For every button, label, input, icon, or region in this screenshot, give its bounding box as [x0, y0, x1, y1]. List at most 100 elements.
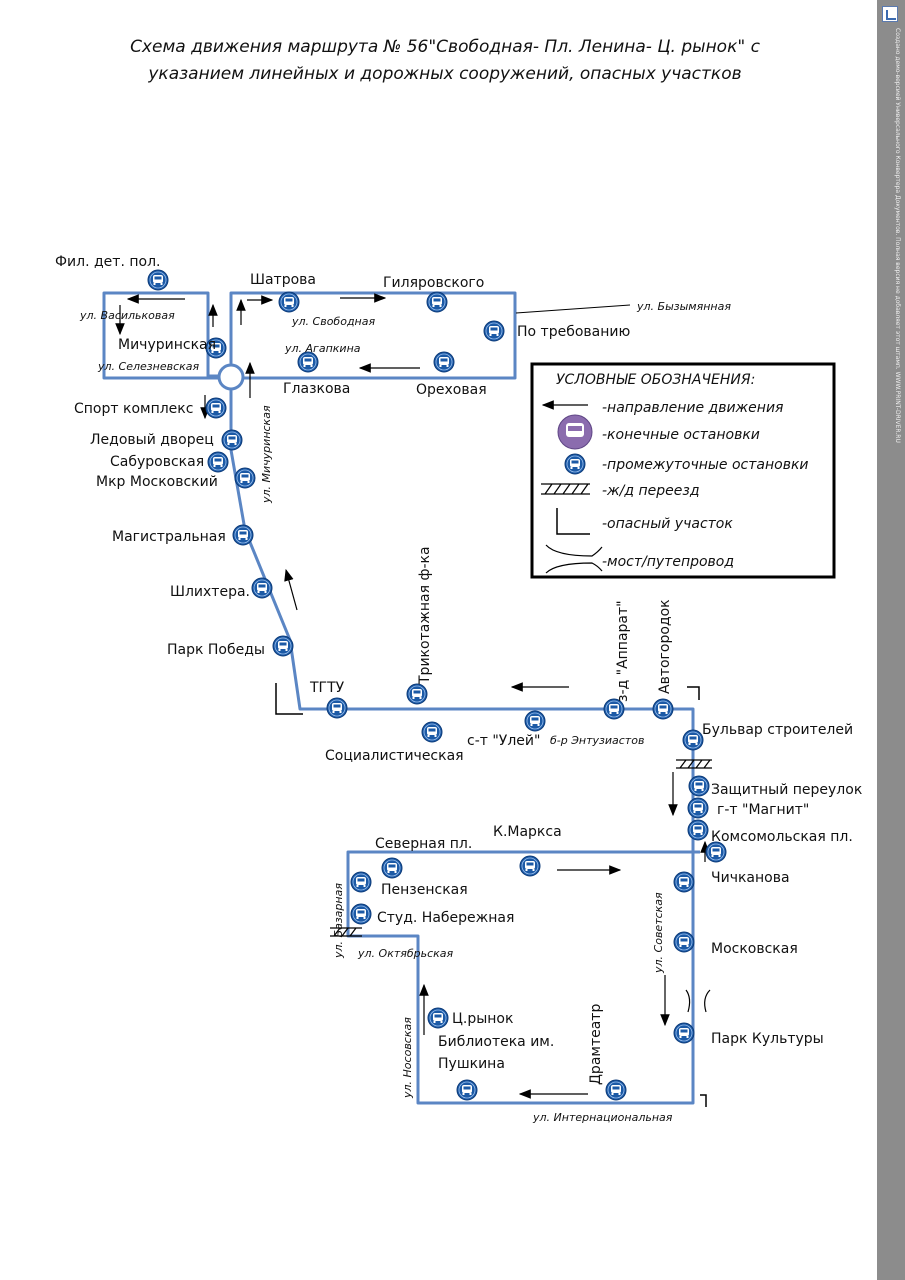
route-map: Фил. дет. пол. Мичуринская Шатрова Гиляр… [55, 254, 862, 1124]
stop-po-trebovaniyu-icon [483, 320, 505, 342]
legend: УСЛОВНЫЕ ОБОЗНАЧЕНИЯ: -направление движе… [530, 362, 836, 579]
street-bazarnaya: ул. Базарная [332, 883, 345, 959]
label-sotsialisticheskaya: Социалистическая [325, 748, 464, 764]
stop-shatrova-icon [278, 291, 300, 313]
stop-dramteatr-icon [605, 1079, 627, 1101]
stop-orehovaya-icon [433, 351, 455, 373]
label-g-t-magnit: г-т "Магнит" [717, 802, 809, 818]
label-chichkanova: Чичканова [711, 870, 790, 886]
label-magistralnaya: Магистральная [112, 529, 226, 545]
street-sovetskaya: ул. Советская [652, 892, 665, 974]
legend-terminal-icon [557, 414, 593, 450]
stop-stud-naberezhnaya-icon [350, 903, 372, 925]
label-gilyarovskogo: Гиляровского [383, 275, 484, 291]
stop-magistralnaya-icon [232, 524, 254, 546]
label-dramteatr: Драмтеатр [588, 1004, 604, 1085]
legend-railway-icon [541, 483, 590, 495]
label-orehovaya: Ореховая [416, 382, 487, 398]
label-k-marksa: К.Маркса [493, 824, 562, 840]
label-sport-kompleks: Спорт комплекс [74, 401, 193, 417]
street-labels: ул. Васильковая ул. Селезневская ул. Сво… [79, 300, 731, 1124]
legend-title: УСЛОВНЫЕ ОБОЗНАЧЕНИЯ: [556, 372, 755, 388]
street-b-r-entuziastov: б-р Энтузиастов [550, 734, 644, 747]
label-shlihtera: Шлихтера. [170, 584, 250, 600]
stop-severnaya-pl-icon [381, 857, 403, 879]
label-bulvar-stroiteley: Бульвар строителей [702, 722, 853, 738]
street-vasilkovaya: ул. Васильковая [79, 309, 175, 322]
legend-bridge: -мост/путепровод [602, 554, 734, 570]
stop-komsomolskaya-2-icon [705, 841, 727, 863]
map-title-line2: указанием линейных и дорожных сооружений… [148, 64, 742, 84]
stop-park-pobedy-icon [272, 635, 294, 657]
stop-moskovskaya-icon [673, 931, 695, 953]
legend-dangerous: -опасный участок [602, 516, 733, 532]
label-park-pobedy: Парк Победы [167, 642, 265, 658]
label-severnaya-pl: Северная пл. [375, 836, 472, 852]
stop-ts-rynok-icon [427, 1007, 449, 1029]
stamp-text: Создано демо-версией Универсального Конв… [894, 28, 901, 443]
stop-labels: Фил. дет. пол. Мичуринская Шатрова Гиляр… [55, 254, 862, 1085]
stop-saburovskaya-icon [207, 451, 229, 473]
stop-shlihtera-icon [251, 577, 273, 599]
label-tgtu: ТГТУ [309, 680, 345, 696]
stop-trikotazhnaya-icon [406, 683, 428, 705]
label-z-d-apparat: з-д "Аппарат" [615, 600, 631, 702]
label-stud-naberezhnaya: Студ. Набережная [377, 910, 514, 926]
legend-railway: -ж/д переезд [602, 483, 700, 499]
stop-komsomolskaya-icon [687, 819, 709, 841]
stop-avtogorodok-icon [652, 698, 674, 720]
label-komsomolskaya: Комсомольская пл. [711, 829, 853, 845]
label-trikotazhnaya: Трикотажная ф-ка [417, 546, 433, 685]
label-ledovy-dvorets: Ледовый дворец [90, 432, 214, 448]
stop-glazkova-icon [297, 351, 319, 373]
map-title-line1: Схема движения маршрута № 56"Свободная- … [130, 37, 760, 57]
legend-bridge-icon [545, 544, 603, 574]
label-avtogorodok: Автогородок [657, 599, 673, 694]
converter-logo-icon [882, 6, 898, 22]
street-seleznevskaya: ул. Селезневская [97, 360, 200, 373]
direction-arrows [115, 293, 710, 1099]
street-nosovskaya: ул. Носовская [401, 1017, 414, 1099]
label-shatrova: Шатрова [250, 272, 316, 288]
stop-ledovy-dvorets-icon [221, 429, 243, 451]
stamp-sidebar: Создано демо-версией Универсального Конв… [877, 0, 905, 1280]
stop-fil-det-pol-icon [147, 269, 169, 291]
stop-biblioteka-icon [456, 1079, 478, 1101]
street-oktyabrskaya: ул. Октябрьская [357, 947, 454, 960]
bridge [685, 989, 711, 1013]
street-byzymyannaya: ул. Бызымянная [636, 300, 731, 313]
label-saburovskaya: Сабуровская [110, 454, 204, 470]
label-s-t-uley: с-т "Улей" [467, 733, 540, 749]
stop-mkr-moskovsky-icon [234, 467, 256, 489]
legend-intermediate: -промежуточные остановки [602, 457, 809, 473]
label-biblioteka-line1: Библиотека им. [438, 1034, 554, 1050]
label-ts-rynok: Ц.рынок [452, 1011, 513, 1027]
stop-chichkanova-icon [673, 871, 695, 893]
stop-k-marksa-icon [519, 855, 541, 877]
route-line [102, 291, 700, 1105]
legend-stop-icon [564, 453, 586, 475]
label-moskovskaya: Московская [711, 941, 798, 957]
stop-zashchitny-icon [688, 775, 710, 797]
label-zashchitny: Защитный переулок [711, 782, 862, 798]
label-mkr-moskovsky: Мкр Московский [96, 474, 218, 490]
legend-direction: -направление движения [602, 400, 783, 416]
street-svobodnaya: ул. Свободная [291, 315, 375, 328]
railway-crossings [330, 759, 712, 937]
stop-g-t-magnit-icon [687, 797, 709, 819]
stop-s-t-uley-icon [524, 710, 546, 732]
label-michurinskaya: Мичуринская [118, 337, 216, 353]
roundabout [217, 363, 245, 391]
legend-terminal: -конечные остановки [602, 427, 760, 443]
label-fil-det-pol: Фил. дет. пол. [55, 254, 160, 270]
stop-park-kultury-icon [673, 1022, 695, 1044]
stop-tgtu-icon [326, 697, 348, 719]
street-agapkina: ул. Агапкина [284, 342, 361, 355]
legend-danger-icon [556, 508, 590, 535]
street-michurinskaya: ул. Мичуринская [260, 405, 273, 504]
stop-penzenskaya-icon [350, 871, 372, 893]
label-penzenskaya: Пензенская [381, 882, 468, 898]
label-park-kultury: Парк Культуры [711, 1031, 824, 1047]
label-biblioteka-line2: Пушкина [438, 1056, 505, 1072]
label-po-trebovaniyu: По требованию [517, 324, 630, 340]
